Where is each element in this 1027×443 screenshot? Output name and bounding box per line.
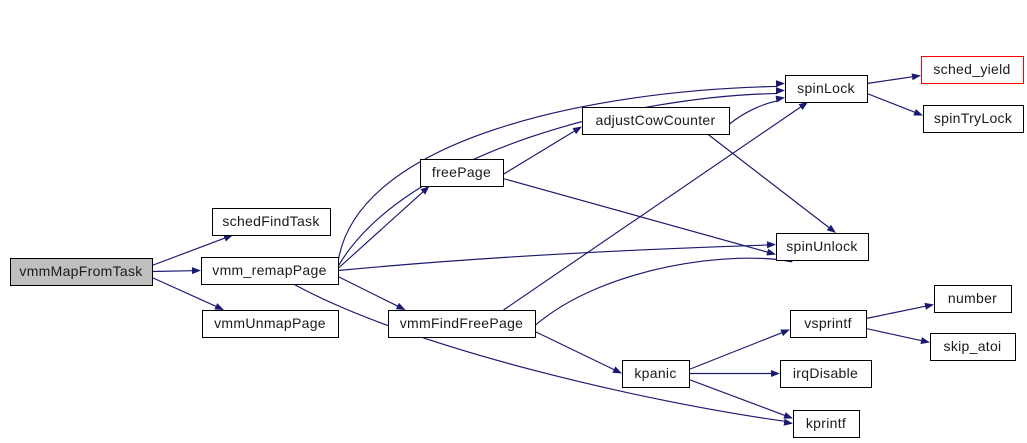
node-box-vmmFindFreePage[interactable] xyxy=(388,310,536,338)
arrowhead-vsprintf-to-number xyxy=(924,302,934,310)
arrowhead-spinLock-to-sched_yield xyxy=(911,73,921,81)
edge-spinLock-to-spinTryLock xyxy=(866,92,916,114)
arrowhead-vmmMapFromTask-to-vmm_remapPage xyxy=(191,267,201,275)
arrowhead-vmmFindFreePage-to-kpanic xyxy=(612,366,622,374)
node-layer: vmmMapFromTask schedFindTask vmm_remapPage… xyxy=(10,55,1025,438)
edge-layer xyxy=(151,73,934,426)
arrowhead-kpanic-to-vsprintf xyxy=(780,329,790,337)
edge-vmmMapFromTask-to-vmm_remapPage xyxy=(151,270,194,273)
arrowhead-vmm_remapPage-to-vmmFindFreePage xyxy=(395,302,406,310)
edge-vmm_remapPage-to-freePage xyxy=(337,190,424,269)
arrowhead-adjustCowCounter-to-spinLock xyxy=(775,95,785,103)
edge-kpanic-to-kprintf xyxy=(688,378,786,417)
node-sched_yield[interactable]: sched_yield xyxy=(920,55,1025,85)
node-box-kpanic[interactable] xyxy=(622,360,690,388)
edge-vmm_remapPage-to-spinLock xyxy=(337,92,778,267)
arrowhead-spinLock-to-spinTryLock xyxy=(913,108,923,116)
arrowhead-vmm_remapPage-to-spinLock xyxy=(775,87,785,95)
node-box-spinUnlock[interactable] xyxy=(776,233,869,261)
edge-vmmFindFreePage-to-kpanic xyxy=(534,330,616,371)
node-vmmUnmapPage[interactable]: vmmUnmapPage xyxy=(202,310,339,338)
node-box-kprintf[interactable] xyxy=(793,410,860,438)
node-vsprintf[interactable]: vsprintf xyxy=(790,310,867,338)
node-irqDisable[interactable]: irqDisable xyxy=(780,360,872,388)
node-skip_atoi[interactable]: skip_atoi xyxy=(930,333,1016,361)
node-vmmFindFreePage[interactable]: vmmFindFreePage xyxy=(388,310,536,338)
arrowhead-vmm_remapPage-to-spinLock xyxy=(775,80,785,88)
arrowhead-vsprintf-to-skip_atoi xyxy=(920,337,930,344)
edge-vmmMapFromTask-to-schedFindTask xyxy=(151,237,226,267)
node-vmmMapFromTask[interactable]: vmmMapFromTask xyxy=(10,258,153,286)
edge-spinLock-to-sched_yield xyxy=(866,76,914,85)
node-box-sched_yield[interactable] xyxy=(920,55,1025,85)
edge-adjustCowCounter-to-spinUnlock xyxy=(707,133,831,229)
arrowhead-vmm_remapPage-to-spinUnlock xyxy=(766,241,776,249)
node-box-spinLock[interactable] xyxy=(785,75,868,103)
node-box-number[interactable] xyxy=(934,285,1012,313)
edge-freePage-to-spinUnlock xyxy=(502,177,769,253)
node-box-vmmUnmapPage[interactable] xyxy=(202,310,339,338)
node-box-irqDisable[interactable] xyxy=(780,360,872,388)
node-box-adjustCowCounter[interactable] xyxy=(582,107,730,135)
arrowhead-vmm_remapPage-to-kprintf xyxy=(783,418,793,426)
node-box-schedFindTask[interactable] xyxy=(212,208,331,236)
arrowhead-kpanic-to-irqDisable xyxy=(771,370,780,377)
edge-vmm_remapPage-to-kprintf xyxy=(293,283,786,422)
edge-vsprintf-to-number xyxy=(865,305,927,320)
edge-vmm_remapPage-to-vmmFindFreePage xyxy=(337,275,399,307)
node-box-spinTryLock[interactable] xyxy=(923,105,1024,133)
node-box-vsprintf[interactable] xyxy=(790,310,867,338)
arrowhead-freePage-to-adjustCowCounter xyxy=(572,126,582,135)
node-number[interactable]: number xyxy=(934,285,1012,313)
edge-vsprintf-to-skip_atoi xyxy=(865,327,923,342)
node-adjustCowCounter[interactable]: adjustCowCounter xyxy=(582,107,730,135)
arrowhead-kpanic-to-kprintf xyxy=(783,412,793,419)
node-box-vmm_remapPage[interactable] xyxy=(201,257,339,285)
edge-vmmFindFreePage-to-spinLock xyxy=(503,106,802,311)
arrowhead-adjustCowCounter-to-spinUnlock xyxy=(826,224,836,233)
node-kprintf[interactable]: kprintf xyxy=(793,410,860,438)
edge-vmmMapFromTask-to-vmmUnmapPage xyxy=(151,276,217,308)
node-box-skip_atoi[interactable] xyxy=(930,333,1016,361)
arrowhead-vmmMapFromTask-to-schedFindTask xyxy=(223,234,233,242)
node-spinLock[interactable]: spinLock xyxy=(785,75,868,103)
node-box-vmmMapFromTask[interactable] xyxy=(10,258,153,286)
node-box-freePage[interactable] xyxy=(420,159,504,187)
node-kpanic[interactable]: kpanic xyxy=(622,360,690,388)
node-spinUnlock[interactable]: spinUnlock xyxy=(776,233,869,261)
edge-adjustCowCounter-to-spinLock xyxy=(728,100,778,125)
edge-freePage-to-adjustCowCounter xyxy=(502,130,576,175)
node-spinTryLock[interactable]: spinTryLock xyxy=(923,105,1024,133)
edge-kpanic-to-vsprintf xyxy=(688,331,783,371)
arrowhead-freePage-to-spinUnlock xyxy=(766,248,776,256)
edge-vmm_remapPage-to-spinLock xyxy=(337,85,778,263)
arrowhead-vmm_remapPage-to-freePage xyxy=(420,186,430,195)
edge-vmmFindFreePage-to-spinUnlock xyxy=(534,257,793,326)
node-schedFindTask[interactable]: schedFindTask xyxy=(212,208,331,236)
arrowhead-vmmFindFreePage-to-spinLock xyxy=(798,102,808,110)
edge-vmm_remapPage-to-spinUnlock xyxy=(337,244,769,272)
node-freePage[interactable]: freePage xyxy=(420,159,504,187)
node-vmm_remapPage[interactable]: vmm_remapPage xyxy=(201,257,339,285)
arrowhead-vmmMapFromTask-to-vmmUnmapPage xyxy=(214,303,224,310)
